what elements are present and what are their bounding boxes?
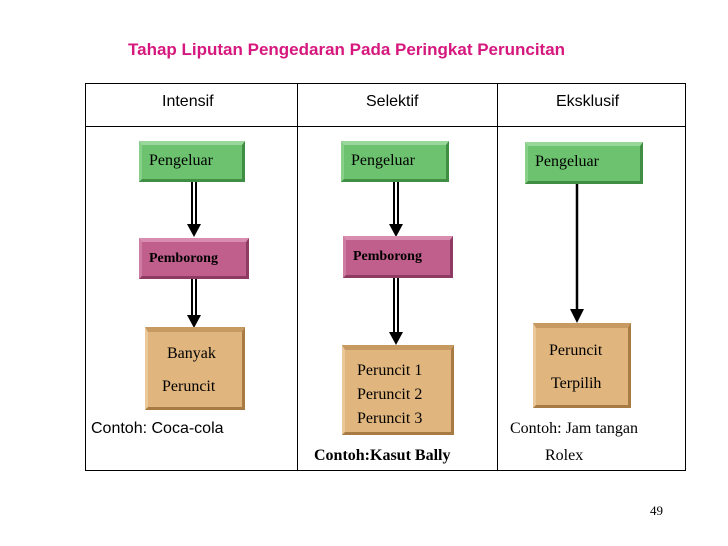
retailer-line-2: Peruncit [162, 378, 216, 395]
producer-box: Pengeluar [139, 141, 245, 182]
retailer-box: Peruncit Terpilih [533, 323, 631, 408]
example-eksklusif-line-1: Contoh: Jam tangan [510, 420, 638, 437]
retailer-line-1: Peruncit 1 [357, 362, 423, 379]
wholesaler-box: Pemborong [139, 238, 249, 279]
retailer-line-1: Banyak [167, 345, 216, 362]
double-arrow-down-icon [389, 278, 403, 345]
header-selektif: Selektif [366, 93, 419, 110]
wholesaler-box: Pemborong [343, 236, 453, 278]
producer-box: Pengeluar [525, 142, 643, 184]
slide-title: Tahap Liputan Pengedaran Pada Peringkat … [128, 40, 566, 59]
example-intensif: Contoh: Coca-cola [91, 420, 224, 437]
retailer-line-3: Peruncit 3 [357, 410, 423, 427]
retailer-box: Banyak Peruncit [145, 327, 245, 410]
arrow-down-icon [570, 184, 584, 323]
example-eksklusif-line-2: Rolex [545, 447, 584, 464]
retailer-line-2: Peruncit 2 [357, 386, 423, 403]
header-divider [85, 126, 686, 127]
column-divider-1 [297, 83, 298, 471]
retailer-line-1: Peruncit [549, 342, 603, 359]
header-intensif: Intensif [162, 93, 214, 110]
retailer-line-2: Terpilih [551, 375, 602, 392]
column-divider-2 [497, 83, 498, 471]
double-arrow-down-icon [187, 182, 201, 237]
page-number: 49 [650, 503, 663, 518]
retailer-box: Peruncit 1 Peruncit 2 Peruncit 3 [342, 345, 454, 435]
example-selektif: Contoh:Kasut Bally [314, 447, 451, 464]
table-frame [85, 83, 686, 471]
double-arrow-down-icon [187, 279, 201, 328]
double-arrow-down-icon [389, 182, 403, 237]
header-eksklusif: Eksklusif [556, 93, 620, 110]
producer-box: Pengeluar [341, 141, 449, 182]
